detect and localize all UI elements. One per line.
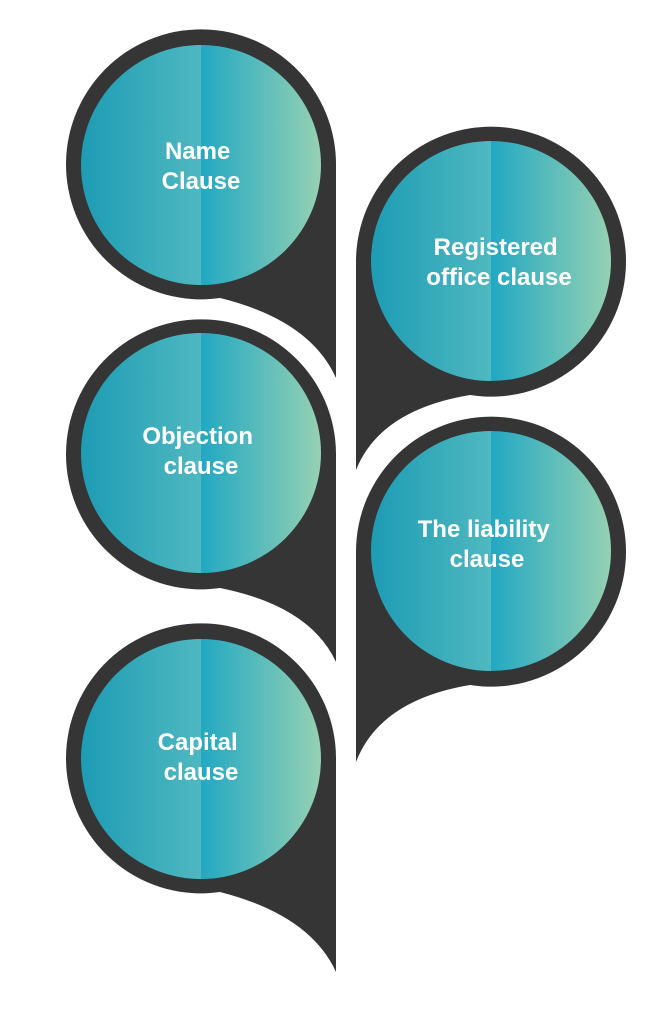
node-capital-disc-left bbox=[81, 639, 201, 879]
node-name-label: Name Clause bbox=[162, 138, 241, 195]
node-liability-label: The liability clause bbox=[418, 516, 557, 573]
node-registered-line-2: office clause bbox=[426, 264, 571, 291]
node-capital-disc-right bbox=[201, 639, 321, 879]
node-name-line-2: Clause bbox=[162, 168, 241, 195]
node-liability-clause: The liability clause bbox=[355, 416, 626, 762]
node-objection-label: Objection clause bbox=[142, 423, 259, 480]
node-registered-label: Registered office clause bbox=[426, 234, 571, 291]
node-name-disc-left bbox=[81, 45, 201, 285]
node-capital-line-2: clause bbox=[164, 759, 239, 786]
node-capital-clause: Capital clause bbox=[66, 623, 336, 972]
node-liability-line-1: The liability bbox=[418, 516, 551, 543]
node-registered-line-1: Registered bbox=[434, 234, 558, 261]
node-liability-disc-left bbox=[371, 431, 491, 671]
node-registered-office-clause: Registered office clause bbox=[355, 126, 626, 470]
node-name-disc-right bbox=[201, 45, 321, 285]
node-objection-line-1: Objection bbox=[142, 423, 253, 450]
node-liability-line-2: clause bbox=[450, 546, 525, 573]
node-objection-disc-right bbox=[201, 333, 321, 573]
node-objection-disc-left bbox=[81, 333, 201, 573]
node-objection-clause: Objection clause bbox=[66, 319, 336, 662]
node-name-line-1: Name bbox=[165, 138, 230, 165]
node-capital-label: Capital clause bbox=[158, 729, 245, 786]
node-registered-disc-left bbox=[371, 141, 491, 381]
node-liability-disc-right bbox=[491, 431, 611, 671]
node-name-clause: Name Clause bbox=[66, 29, 337, 379]
node-objection-line-2: clause bbox=[164, 453, 239, 480]
node-registered-disc-right bbox=[491, 141, 611, 381]
node-capital-line-1: Capital bbox=[158, 729, 238, 756]
